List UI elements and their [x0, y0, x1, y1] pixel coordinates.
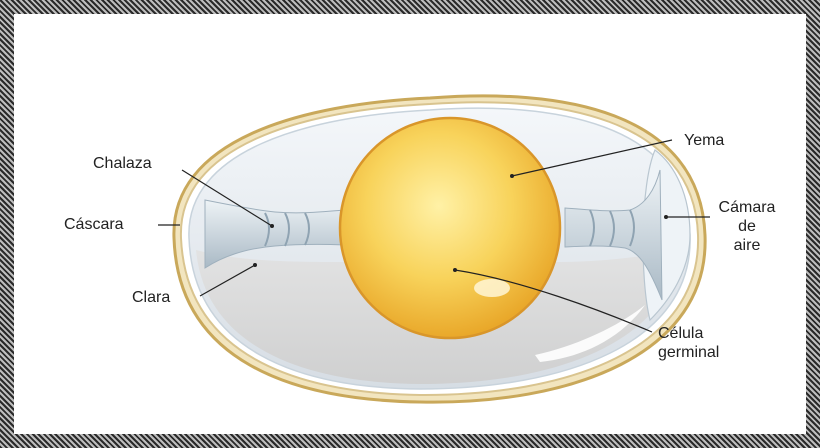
- label-celula-germinal: Célula germinal: [658, 324, 719, 362]
- label-celula-line2: germinal: [658, 343, 719, 362]
- leader-celula-dot: [453, 268, 457, 272]
- germinal-cell: [474, 279, 510, 297]
- label-camara-line1: Cámara: [714, 198, 780, 217]
- leader-chalaza-dot: [270, 224, 274, 228]
- label-camara-line3: aire: [714, 236, 780, 255]
- label-clara: Clara: [132, 288, 170, 307]
- leader-clara-dot: [253, 263, 257, 267]
- label-camara-de-aire: Cámara de aire: [714, 198, 780, 255]
- leader-yema-dot: [510, 174, 514, 178]
- label-camara-line2: de: [714, 217, 780, 236]
- yolk: [340, 118, 560, 338]
- label-yema: Yema: [684, 131, 724, 150]
- label-chalaza: Chalaza: [93, 154, 152, 173]
- label-celula-line1: Célula: [658, 324, 719, 343]
- leader-camara-dot: [664, 215, 668, 219]
- label-cascara: Cáscara: [64, 215, 124, 234]
